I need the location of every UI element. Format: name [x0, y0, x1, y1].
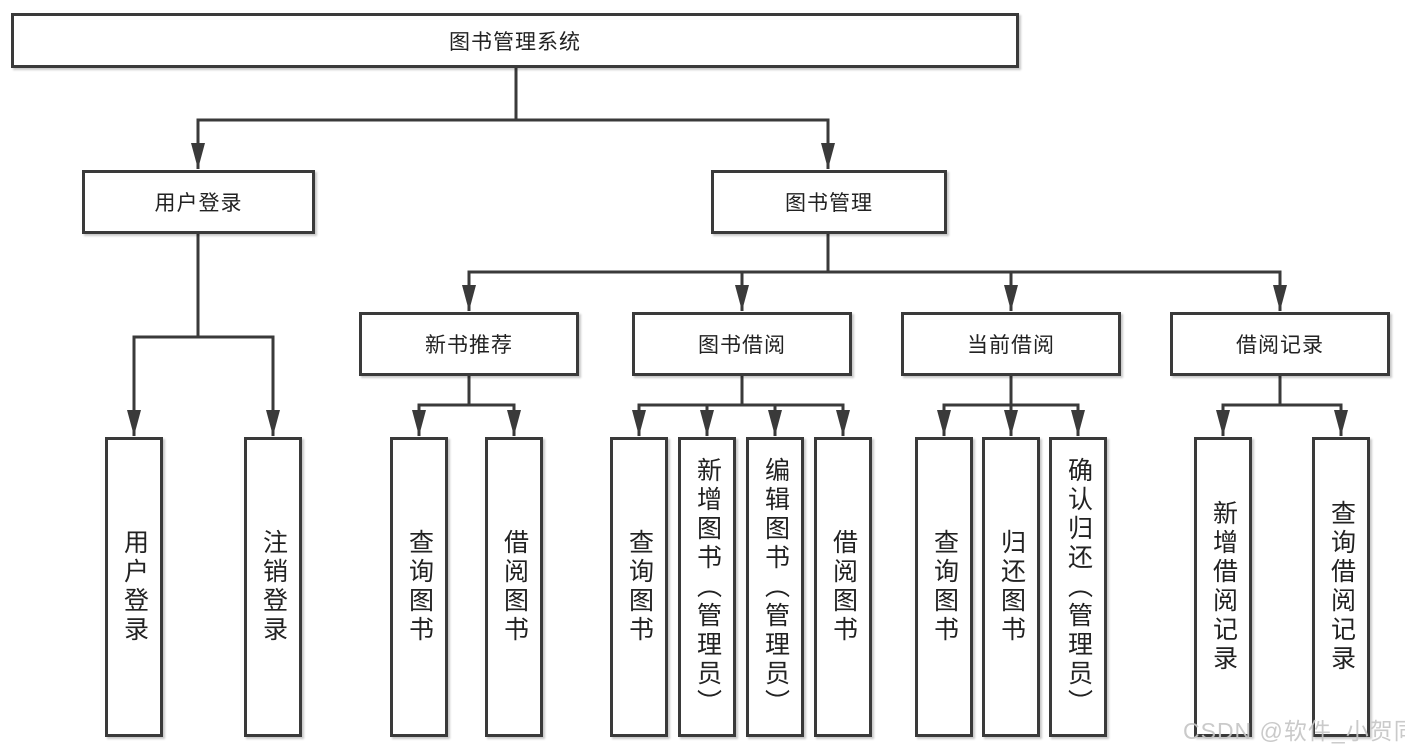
node-logout-leaf: 注销登录 [244, 437, 302, 737]
node-edit-book-admin: 编辑图书（管理员） [746, 437, 804, 737]
node-new-book-recommend: 新书推荐 [359, 312, 579, 376]
edge-user-login-junction [132, 232, 275, 339]
node-book-management: 图书管理 [711, 170, 947, 234]
node-user-login: 用户登录 [82, 170, 315, 234]
node-user-login-leaf: 用户登录 [105, 437, 163, 737]
node-book-borrow: 图书借阅 [632, 312, 852, 376]
node-confirm-return-admin: 确认归还（管理员） [1049, 437, 1107, 737]
node-query-books-current: 查询图书 [915, 437, 973, 737]
node-book-management-system: 图书管理系统 [11, 13, 1019, 68]
edge-book-management-junction [467, 232, 1282, 274]
node-add-borrow-record: 新增借阅记录 [1194, 437, 1252, 737]
edge-new-book-junction [417, 374, 516, 407]
node-borrow-books-leaf: 借阅图书 [814, 437, 872, 737]
node-query-books-borrow: 查询图书 [610, 437, 668, 737]
node-add-book-admin: 新增图书（管理员） [678, 437, 736, 737]
node-borrow-books-recommend: 借阅图书 [485, 437, 543, 737]
node-query-books-recommend: 查询图书 [390, 437, 448, 737]
node-query-borrow-record: 查询借阅记录 [1312, 437, 1370, 737]
edge-book-borrow-junction [637, 374, 845, 407]
csdn-watermark: CSDN @软件_小贺同学 [1183, 718, 1405, 744]
edge-current-borrow-junction [942, 374, 1080, 407]
edge-borrow-record-junction [1221, 374, 1343, 407]
arrow-stems [127, 120, 1348, 436]
node-borrow-records: 借阅记录 [1170, 312, 1390, 376]
node-current-borrow: 当前借阅 [901, 312, 1121, 376]
node-return-book: 归还图书 [982, 437, 1040, 737]
edge-root-junction [196, 66, 830, 122]
